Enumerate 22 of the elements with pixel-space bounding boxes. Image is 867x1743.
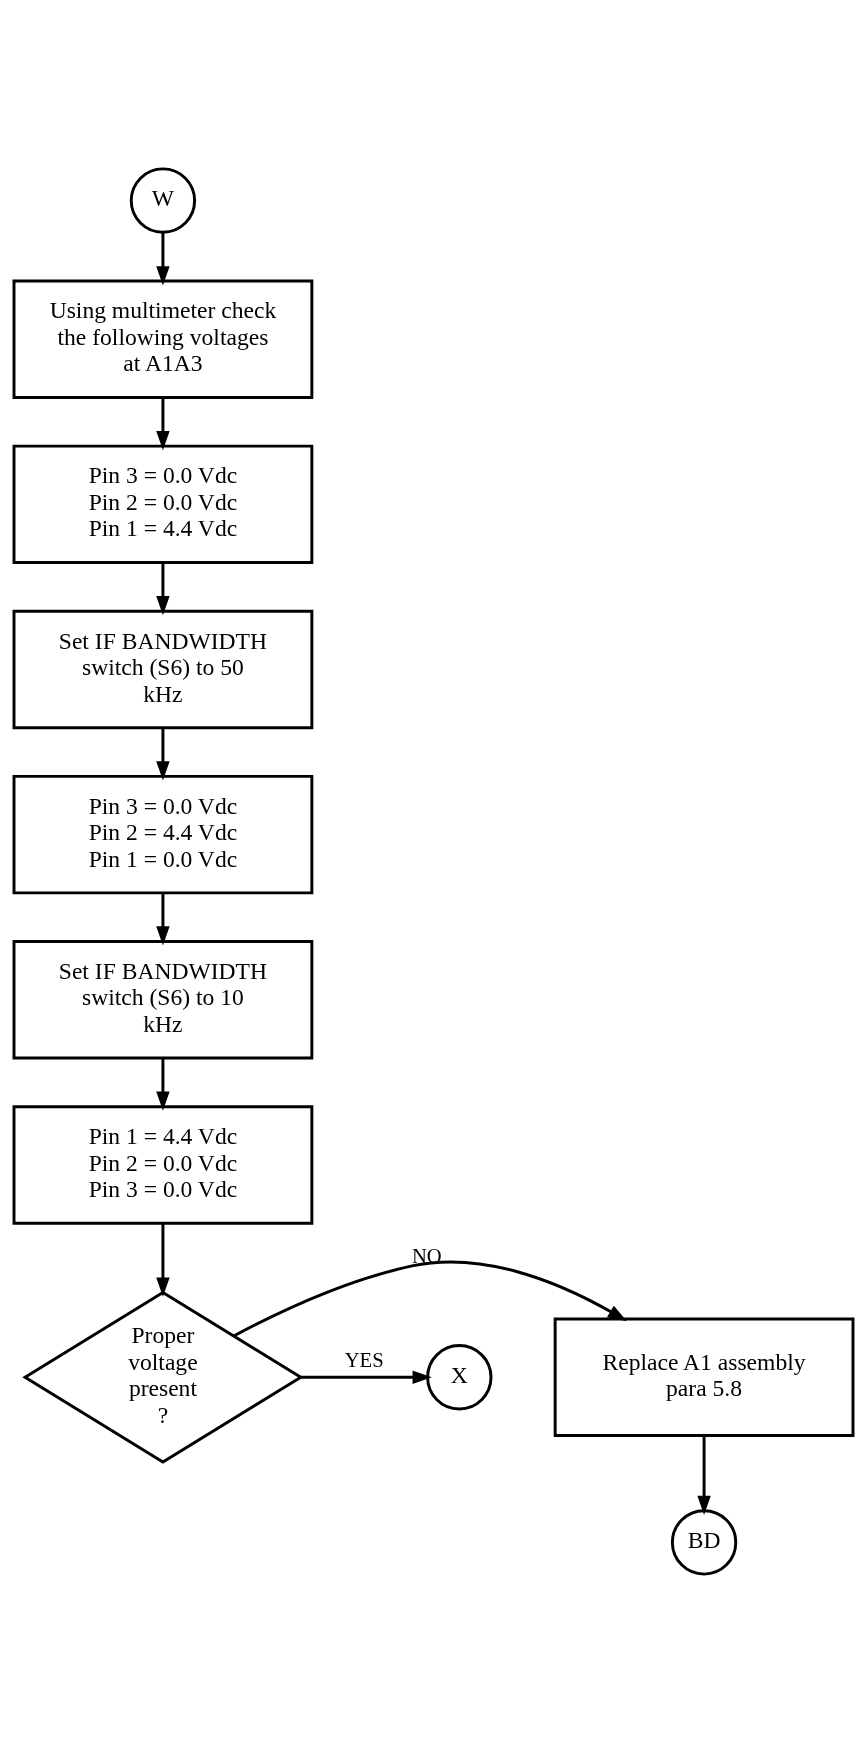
node-circle: BD [670,1509,738,1576]
arrow [156,232,170,286]
arrow [156,1058,170,1111]
arrow [233,1260,627,1338]
arrow [156,1223,170,1297]
node-circle: W [129,167,197,234]
node-box: Set IF BANDWIDTH switch (S6) to 50 kHz [12,609,314,730]
arrow [697,1435,711,1516]
arrow [156,893,170,946]
edge-label: YES [344,1349,384,1372]
arrow [156,563,170,616]
node-box: Set IF BANDWIDTH switch (S6) to 10 kHz [12,940,314,1060]
arrow [156,728,170,781]
node-box: Using multimeter check the following voltages at A1A3 [12,279,314,399]
node-box: Pin 3 = 0.0 Vdc Pin 2 = 4.4 Vdc Pin 1 = 0.0 Vdc [12,774,314,895]
arrow [156,397,170,451]
node-box: Pin 1 = 4.4 Vdc Pin 2 = 0.0 Vdc Pin 3 = 0.0 Vdc [12,1105,314,1225]
node-box: Replace A1 assembly para 5.8 [553,1317,855,1437]
node-diamond: Proper voltage present ? [22,1290,304,1464]
node-box: Pin 3 = 0.0 Vdc Pin 2 = 0.0 Vdc Pin 1 = 4.4 Vdc [12,444,314,565]
arrow [301,1370,432,1384]
node-circle: X [426,1344,493,1411]
